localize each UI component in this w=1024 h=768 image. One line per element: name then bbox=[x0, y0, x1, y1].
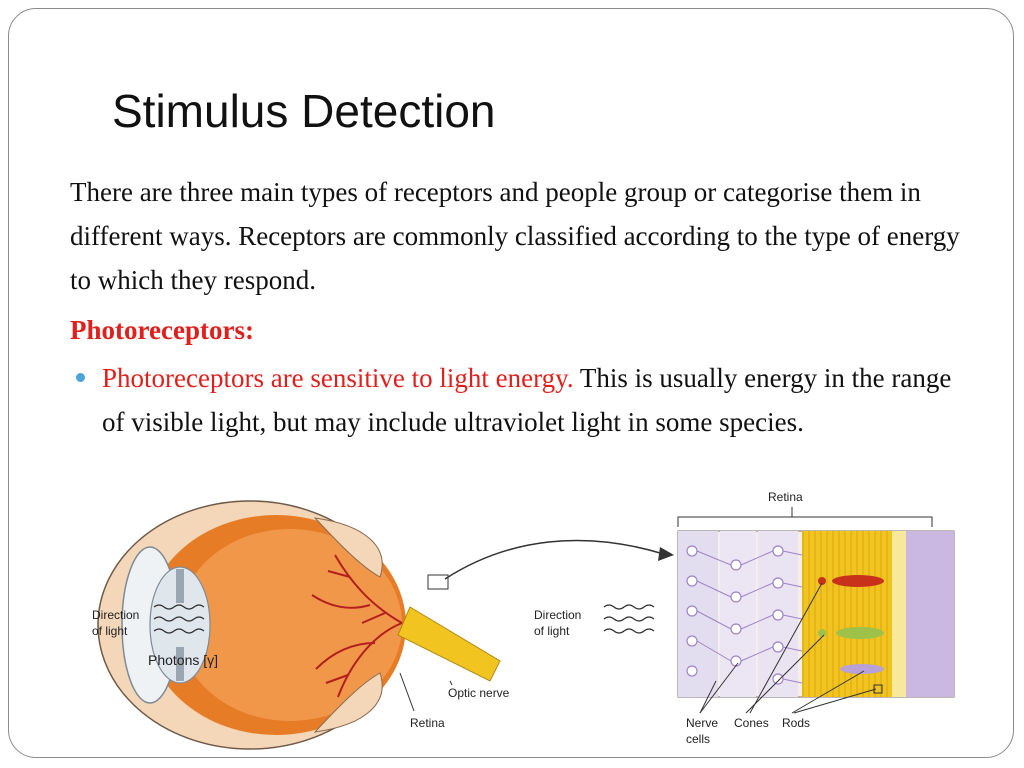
photoreceptors-heading: Photoreceptors: bbox=[70, 315, 254, 345]
retina-pointer-lines bbox=[699, 582, 877, 714]
nerve-cells-label-1: Nerve bbox=[686, 716, 718, 730]
retina-direction-label-1: Direction bbox=[534, 608, 581, 622]
light-waves-left bbox=[153, 604, 205, 634]
eye-retina-label: Retina bbox=[410, 716, 445, 730]
retina-top-label: Retina bbox=[768, 490, 803, 504]
intro-paragraph: There are three main types of receptors … bbox=[70, 177, 960, 295]
cones-label: Cones bbox=[734, 716, 769, 730]
nerve-cells-label-2: cells bbox=[686, 732, 710, 746]
eye-direction-label-1: Direction bbox=[92, 608, 139, 622]
bullet-text: This is usually energy in the range of v… bbox=[102, 363, 952, 437]
light-waves-right bbox=[603, 604, 655, 634]
retina-direction-label-2: of light bbox=[534, 624, 570, 638]
eye-retina-diagram: Direction of light Photons [γ] Optic ner… bbox=[92, 490, 955, 750]
rods-label: Rods bbox=[782, 716, 810, 730]
slide-title: Stimulus Detection bbox=[112, 85, 496, 137]
bullet-item: Photoreceptors are sensitive to light en… bbox=[70, 356, 970, 444]
photons-label: Photons [γ] bbox=[148, 652, 218, 668]
eye-cross-section bbox=[97, 500, 501, 750]
optic-nerve-label: Optic nerve bbox=[448, 686, 510, 700]
retina-layers: Retina bbox=[677, 490, 955, 698]
bullet-highlight: Photoreceptors are sensitive to light en… bbox=[102, 363, 574, 393]
bullet-dot-icon bbox=[76, 373, 85, 382]
eye-direction-label-2: of light bbox=[92, 624, 128, 638]
slide-body: There are three main types of receptors … bbox=[70, 170, 970, 444]
